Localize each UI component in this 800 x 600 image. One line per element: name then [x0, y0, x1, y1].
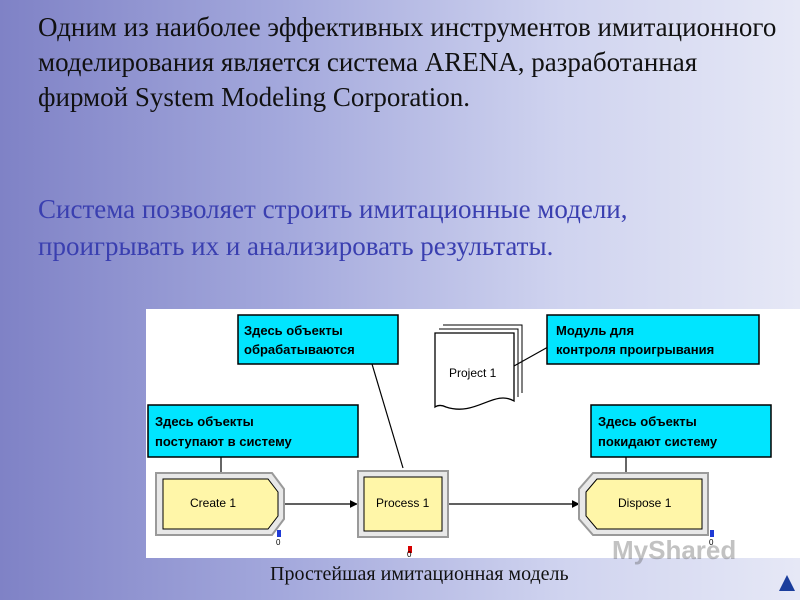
callout-control-line-2: контроля проигрывания: [556, 342, 714, 357]
project-document-label: Project 1: [449, 366, 497, 380]
callout-dispose: Здесь объекты покидают систему: [590, 404, 772, 458]
callout-dispose-line-1: Здесь объекты: [598, 414, 697, 429]
intro-paragraph: Одним из наиболее эффективных инструмент…: [38, 12, 777, 112]
project-document-shape: [434, 332, 515, 410]
callout-dispose-line-2: покидают систему: [598, 434, 718, 449]
project-document: Project 1: [434, 324, 523, 410]
module-process-body: [363, 476, 443, 532]
module-dispose-body: [585, 478, 703, 530]
diagram-caption: Простейшая имитационная модель: [270, 563, 569, 585]
callout-control: Модуль для контроля проигрывания: [546, 314, 760, 365]
module-create[interactable]: Create 1 0: [155, 472, 285, 547]
leader-control: [513, 346, 549, 367]
counter-process-marker: [408, 546, 412, 553]
module-create-label: Create 1: [190, 496, 236, 510]
callout-create-line-1: Здесь объекты: [155, 414, 254, 429]
slide-nav-triangle-icon[interactable]: [777, 573, 797, 598]
module-dispose[interactable]: Dispose 1 0: [578, 472, 714, 547]
module-dispose-label: Dispose 1: [618, 496, 672, 510]
project-document-shadow-2: [443, 324, 523, 393]
leader-process: [371, 363, 404, 469]
callout-create-box: [147, 404, 359, 458]
project-document-shadow-1: [439, 328, 519, 397]
callout-process: Здесь объекты обрабатываются: [237, 314, 399, 365]
description-paragraph: Система позволяет строить имитационные м…: [38, 194, 628, 261]
callout-process-line-2: обрабатываются: [244, 342, 355, 357]
arena-model-diagram: Здесь объекты обрабатываются Модуль для …: [146, 309, 800, 559]
module-process[interactable]: Process 1 0: [357, 470, 449, 559]
callout-process-line-1: Здесь объекты: [244, 323, 343, 338]
callout-create-line-2: поступают в систему: [155, 434, 293, 449]
counter-dispose-value: 0: [709, 538, 714, 547]
callout-create: Здесь объекты поступают в систему: [147, 404, 359, 458]
callout-control-box: [546, 314, 760, 365]
callout-dispose-box: [590, 404, 772, 458]
counter-create-value: 0: [276, 538, 281, 547]
callout-process-box: [237, 314, 399, 365]
counter-dispose-marker: [710, 530, 714, 537]
watermark-logo: MyShared: [612, 535, 737, 565]
counter-create-marker: [277, 530, 281, 537]
module-create-body: [162, 478, 279, 530]
module-process-label: Process 1: [376, 496, 430, 510]
callout-control-line-1: Модуль для: [556, 323, 634, 338]
counter-process-value: 0: [407, 550, 412, 558]
